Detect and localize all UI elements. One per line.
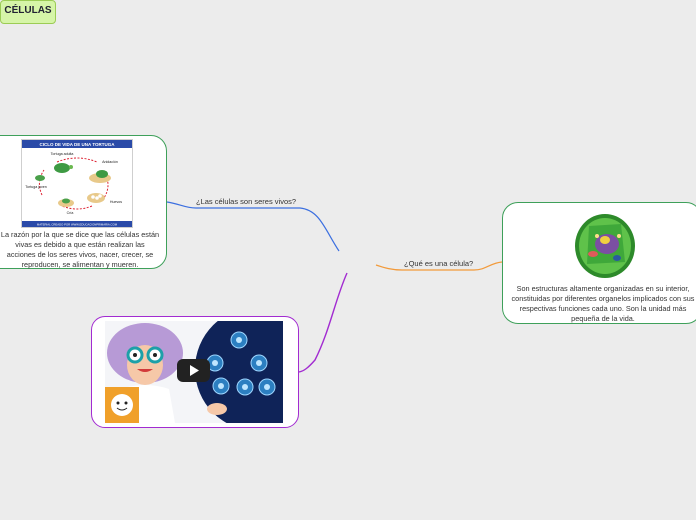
lifecycle-label-hatchling: Cría — [67, 211, 74, 215]
lifecycle-label-eggs: Huevos — [110, 200, 122, 204]
node-alive-text: La razón por la que se dice que las célu… — [0, 230, 160, 269]
lifecycle-footer: MATERIAL CREADO POR WWW.EDUCACIONPRIMARI… — [37, 223, 118, 227]
lifecycle-title: CICLO DE VIDA DE UNA TORTUGA — [39, 142, 115, 147]
turtle-lifecycle-image: CICLO DE VIDA DE UNA TORTUGA Tortuga adu… — [21, 139, 133, 228]
branch-label-alive[interactable]: ¿Las células son seres vivos? — [196, 197, 297, 206]
lifecycle-label-nesting: Anidación — [102, 160, 118, 164]
lifecycle-label-adult: Tortuga adulta — [51, 152, 74, 156]
video-play-button[interactable] — [177, 359, 210, 382]
play-icon — [190, 365, 199, 376]
branch-label-what[interactable]: ¿Qué es una célula? — [404, 259, 474, 268]
central-topic[interactable]: CÉLULAS — [0, 0, 56, 24]
plant-cell-image — [567, 206, 641, 280]
lifecycle-label-young: Tortuga joven — [25, 185, 47, 189]
node-what-text: Son estructuras altamente organizadas en… — [511, 284, 695, 323]
